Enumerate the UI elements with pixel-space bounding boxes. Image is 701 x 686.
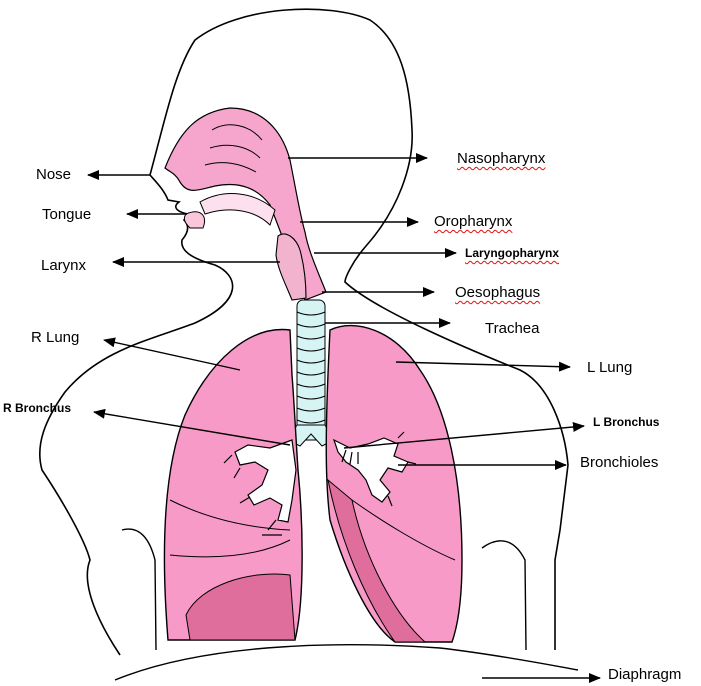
tongue bbox=[183, 211, 205, 229]
label-l-lung: L Lung bbox=[587, 359, 633, 376]
nasal-turbinates bbox=[204, 124, 263, 173]
palate bbox=[199, 193, 276, 226]
right-bronchial-tree bbox=[223, 439, 297, 536]
left-lung bbox=[325, 324, 463, 643]
left-arm-line bbox=[121, 528, 157, 651]
label-larynx: Larynx bbox=[41, 257, 87, 274]
right-lung bbox=[163, 328, 303, 641]
arrow-l-bronchus bbox=[343, 422, 585, 449]
label-tongue: Tongue bbox=[42, 206, 92, 223]
label-oesophagus: Oesophagus bbox=[455, 284, 541, 301]
left-lung-fissure bbox=[351, 499, 456, 561]
label-nasopharynx: Nasopharynx bbox=[457, 150, 546, 167]
arrow-l-lung bbox=[395, 361, 571, 372]
leader-lines bbox=[87, 153, 601, 683]
diaphragm-line bbox=[114, 643, 579, 681]
label-nose: Nose bbox=[36, 166, 72, 183]
left-bronchial-tree bbox=[332, 431, 417, 507]
trachea bbox=[296, 299, 326, 441]
label-oropharynx: Oropharynx bbox=[434, 213, 513, 230]
label-l-bronchus: L Bronchus bbox=[593, 415, 660, 429]
label-bronchioles: Bronchioles bbox=[580, 454, 659, 471]
label-r-lung: R Lung bbox=[31, 329, 80, 346]
trachea-rings bbox=[296, 311, 326, 424]
right-lung-fissure bbox=[169, 499, 291, 558]
label-diaphragm: Diaphragm bbox=[608, 666, 682, 683]
arrow-r-bronchus bbox=[93, 408, 291, 446]
larynx bbox=[275, 233, 307, 301]
right-lung-base bbox=[185, 573, 296, 641]
left-lung-inner bbox=[327, 478, 427, 643]
body-outline bbox=[38, 8, 569, 656]
label-r-bronchus: R Bronchus bbox=[3, 401, 72, 415]
right-arm-line bbox=[481, 540, 527, 651]
label-laryngopharynx: Laryngopharynx bbox=[465, 246, 560, 260]
label-trachea: Trachea bbox=[485, 320, 540, 337]
arrow-r-lung bbox=[103, 337, 241, 371]
